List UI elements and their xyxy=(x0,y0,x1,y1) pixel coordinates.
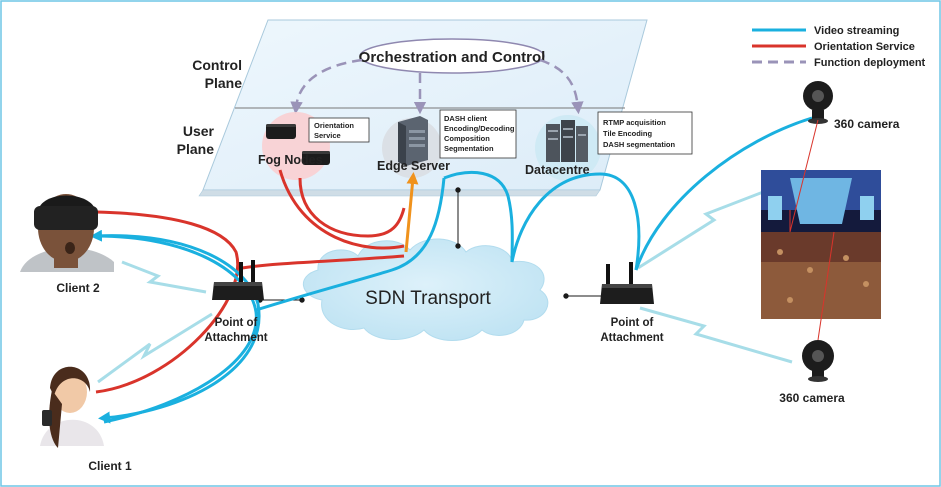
client-1-label: Client 1 xyxy=(88,459,132,473)
video-streaming-links xyxy=(90,116,813,424)
orientation-service-links xyxy=(95,169,406,394)
orchestration-ellipse xyxy=(359,38,545,74)
dc-box-line-1: RTMP acquisition xyxy=(603,118,666,127)
camera-top-label: 360 camera xyxy=(834,117,900,131)
legend-orientation-label: Orientation Service xyxy=(814,41,915,53)
poa-right-label-1: Point of xyxy=(611,317,654,329)
sdn-transport-label: SDN Transport xyxy=(365,288,491,309)
concert-photo xyxy=(761,170,881,319)
user-plane-label-2: Plane xyxy=(177,141,215,157)
edge-box-line-1: DASH client xyxy=(444,114,487,123)
function-deployment-arrows xyxy=(290,58,584,115)
edge-server-label: Edge Server xyxy=(377,159,450,173)
wireless-links xyxy=(97,182,793,384)
control-plane-label-2: Plane xyxy=(205,75,243,91)
control-plane-label-1: Control xyxy=(192,57,242,73)
orchestration-label: Orchestration and Control xyxy=(359,49,546,66)
camera-bottom-pointer xyxy=(817,231,835,341)
camera-360-icon-bottom xyxy=(802,340,834,382)
fog-node-icon xyxy=(266,124,330,165)
legend-deployment-label: Function deployment xyxy=(814,57,926,69)
legend-video-label: Video streaming xyxy=(814,25,899,37)
camera-bottom-label: 360 camera xyxy=(779,391,845,405)
edge-box-line-2: Encoding/Decoding xyxy=(444,124,515,133)
user-plane-label-1: User xyxy=(183,123,215,139)
fog-box-line-1: Orientation xyxy=(314,121,354,130)
dc-box-line-3: DASH segmentation xyxy=(603,140,676,149)
edge-box-line-4: Segmentation xyxy=(444,144,494,153)
edge-function-box xyxy=(439,109,517,159)
fog-box-line-2: Service xyxy=(314,131,341,140)
poa-right-label-2: Attachment xyxy=(600,332,663,344)
poa-left-label-1: Point of xyxy=(215,317,258,329)
fog-service-box xyxy=(308,117,370,143)
fog-nodes-label: Fog Nodes xyxy=(258,153,323,167)
server-icon xyxy=(398,116,428,166)
legend: Video streaming Orientation Service Func… xyxy=(752,25,926,69)
edge-box-line-3: Composition xyxy=(444,134,490,143)
vr-headset-user-icon xyxy=(20,194,114,272)
client-2-label: Client 2 xyxy=(56,281,100,295)
router-icon-right xyxy=(600,262,654,304)
camera-360-icon-top xyxy=(803,81,833,124)
sdn-transport-cloud: SDN Transport xyxy=(302,238,549,341)
datacentre-function-box xyxy=(597,111,693,155)
camera-top-pointer xyxy=(789,119,819,233)
server-rack-icon xyxy=(546,120,588,162)
router-icon-left xyxy=(212,260,264,300)
edge-orange-arrow xyxy=(404,172,419,253)
datacentre-label: Datacentre xyxy=(525,163,590,177)
dc-box-line-2: Tile Encoding xyxy=(603,129,652,138)
poa-left-label-2: Attachment xyxy=(204,332,267,344)
smartphone-user-icon xyxy=(40,366,104,448)
